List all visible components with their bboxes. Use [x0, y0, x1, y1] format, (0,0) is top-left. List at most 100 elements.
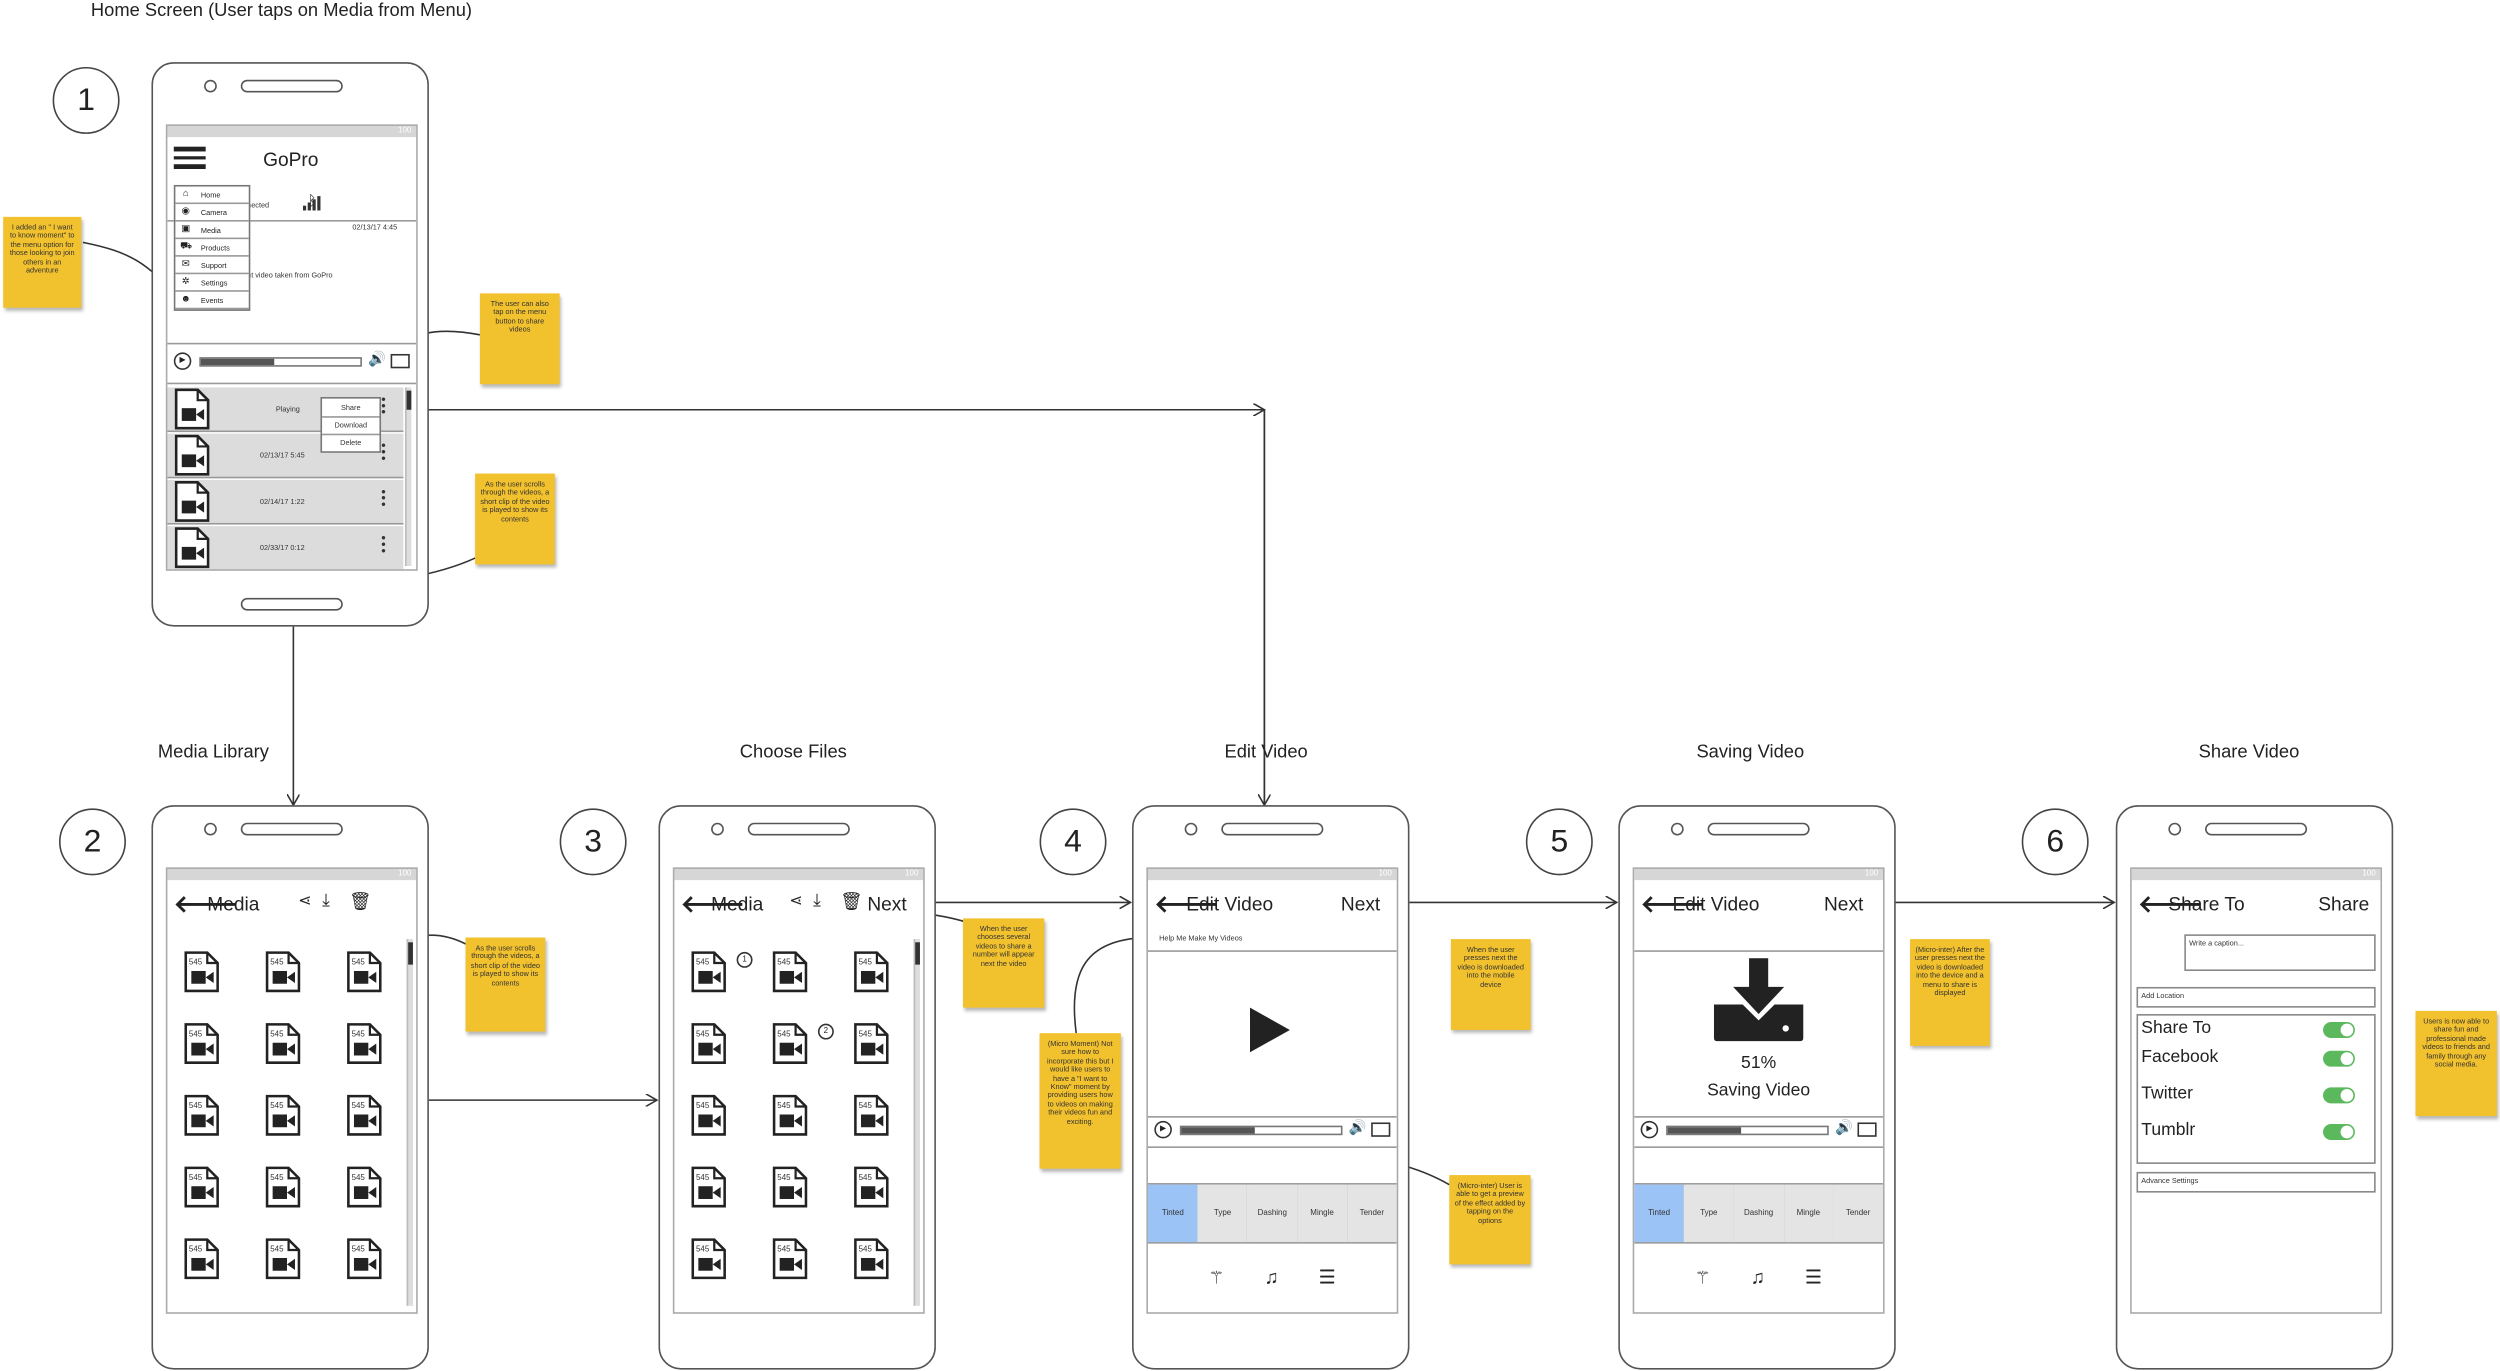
media-thumbnail[interactable]: 545	[265, 1094, 302, 1137]
music-note-icon[interactable]: ♫	[1750, 1265, 1766, 1289]
media-thumbnail[interactable]: 545	[690, 1237, 727, 1280]
back-arrow-icon[interactable]: 🡐	[1640, 891, 1705, 919]
next-button[interactable]: Next	[1823, 892, 1864, 916]
fullscreen-icon[interactable]	[390, 353, 410, 369]
media-thumbnail[interactable]: 545	[853, 1094, 890, 1137]
play-icon[interactable]: ▶	[1640, 1120, 1659, 1139]
play-icon[interactable]: ▶	[173, 352, 192, 370]
fullscreen-icon[interactable]	[1857, 1122, 1877, 1137]
share-option[interactable]: Share	[322, 399, 380, 418]
video-row[interactable]: 02/13/17 5:45•••	[167, 433, 404, 479]
filter-option-dashing[interactable]: Dashing	[1733, 1184, 1786, 1243]
home-button[interactable]	[240, 597, 343, 611]
next-button[interactable]: Next	[867, 892, 907, 916]
trash-icon[interactable]: 🗑	[349, 892, 372, 912]
fullscreen-icon[interactable]	[1371, 1122, 1391, 1137]
filter-option-tinted[interactable]: Tinted	[1147, 1184, 1200, 1243]
volume-icon[interactable]: 🔊	[368, 350, 387, 367]
share-button[interactable]: Share	[2318, 892, 2370, 916]
trash-icon[interactable]: 🗑	[840, 892, 863, 912]
media-thumbnail[interactable]: 545	[265, 950, 302, 993]
media-thumbnail[interactable]: 545	[853, 950, 890, 993]
sliders-icon[interactable]: ☰	[1318, 1265, 1336, 1289]
share-icon[interactable]: ⋖	[298, 892, 312, 911]
media-thumbnail[interactable]: 545	[772, 1237, 809, 1280]
seek-bar[interactable]	[1179, 1125, 1343, 1136]
menu-item-settings[interactable]: ✲Settings	[175, 274, 249, 292]
menu-item-products[interactable]: ⛟Products	[175, 239, 249, 257]
next-button[interactable]: Next	[1340, 892, 1381, 916]
media-thumbnail[interactable]: 545	[690, 1094, 727, 1137]
play-large-icon[interactable]	[1247, 1006, 1292, 1054]
video-row[interactable]: 02/33/17 0:12•••	[167, 526, 404, 570]
media-thumbnail[interactable]: 545	[183, 1237, 220, 1280]
media-thumbnail[interactable]: 545	[853, 1022, 890, 1065]
seek-bar[interactable]	[199, 357, 362, 367]
media-thumbnail[interactable]: 545	[183, 1094, 220, 1137]
filter-option-mingle[interactable]: Mingle	[1297, 1184, 1349, 1243]
music-note-icon[interactable]: ♫	[1264, 1265, 1279, 1289]
network-toggle-facebook[interactable]	[2323, 1050, 2355, 1067]
menu-item-events[interactable]: ☻Events	[175, 292, 249, 310]
media-thumbnail[interactable]: 545	[690, 1022, 727, 1065]
caption-input[interactable]: Write a caption...	[2184, 934, 2376, 971]
hamburger-menu-icon[interactable]	[173, 146, 206, 169]
share-icon[interactable]: ⋖	[789, 892, 803, 911]
media-thumbnail[interactable]: 545	[853, 1166, 890, 1209]
filter-option-tender[interactable]: Tender	[1346, 1184, 1397, 1243]
scrollbar[interactable]	[406, 939, 413, 1306]
menu-item-home[interactable]: ⌂Home	[175, 187, 249, 205]
media-thumbnail[interactable]: 545	[183, 1022, 220, 1065]
filter-option-tinted[interactable]: Tinted	[1634, 1184, 1686, 1243]
media-thumbnail[interactable]: 545	[772, 950, 809, 993]
network-toggle-tumblr[interactable]	[2323, 1124, 2355, 1140]
delete-option[interactable]: Delete	[340, 438, 362, 447]
sliders-icon[interactable]: ☰	[1804, 1265, 1823, 1289]
kebab-menu-icon[interactable]: •••	[381, 484, 386, 512]
back-arrow-icon[interactable]: 🡐	[1154, 891, 1219, 919]
media-thumbnail[interactable]: 545	[853, 1237, 890, 1280]
video-row[interactable]: 02/14/17 1:22•••	[167, 479, 404, 525]
filter-option-type[interactable]: Type	[1197, 1184, 1250, 1243]
kebab-menu-icon[interactable]: •••	[381, 530, 386, 559]
media-thumbnail[interactable]: 545	[772, 1094, 809, 1137]
share-to-toggle[interactable]	[2323, 1022, 2355, 1038]
add-location-field[interactable]: Add Location	[2136, 986, 2376, 1008]
media-thumbnail[interactable]: 545	[183, 1166, 220, 1209]
volume-icon[interactable]: 🔊	[1835, 1119, 1854, 1136]
download-option[interactable]: Download	[322, 416, 380, 436]
media-thumbnail[interactable]: 545	[346, 1237, 383, 1280]
media-thumbnail[interactable]: 545	[265, 1237, 302, 1280]
download-icon[interactable]: ⤓	[813, 891, 821, 911]
filter-option-type[interactable]: Type	[1683, 1184, 1736, 1243]
media-thumbnail[interactable]: 545	[690, 1166, 727, 1209]
media-thumbnail[interactable]: 545	[346, 1094, 383, 1137]
filter-option-mingle[interactable]: Mingle	[1783, 1184, 1835, 1243]
play-icon[interactable]: ▶	[1154, 1120, 1172, 1139]
menu-item-support[interactable]: ✉Support	[175, 257, 249, 275]
help-link[interactable]: Help Me Make My Videos	[1159, 934, 1243, 943]
filter-option-tender[interactable]: Tender	[1833, 1184, 1883, 1243]
media-thumbnail[interactable]: 545	[346, 1022, 383, 1065]
menu-item-camera[interactable]: ◉Camera	[175, 204, 249, 222]
volume-icon[interactable]: 🔊	[1348, 1119, 1367, 1136]
filter-option-dashing[interactable]: Dashing	[1247, 1184, 1299, 1243]
media-thumbnail[interactable]: 545	[346, 1166, 383, 1209]
back-arrow-icon[interactable]: 🡐	[173, 891, 238, 919]
media-thumbnail[interactable]: 545	[183, 950, 220, 993]
media-thumbnail[interactable]: 545	[346, 950, 383, 993]
magic-wand-icon[interactable]: ⚚	[1694, 1269, 1711, 1289]
download-icon[interactable]: ⤓	[322, 891, 330, 911]
back-arrow-icon[interactable]: 🡐	[680, 891, 745, 919]
kebab-menu-icon[interactable]: •••	[381, 438, 386, 466]
kebab-menu-icon[interactable]: •••	[381, 392, 386, 420]
media-thumbnail[interactable]: 545	[690, 950, 727, 993]
scrollbar[interactable]	[404, 387, 412, 567]
magic-wand-icon[interactable]: ⚚	[1208, 1269, 1225, 1289]
media-thumbnail[interactable]: 545	[265, 1166, 302, 1209]
network-toggle-twitter[interactable]	[2323, 1087, 2355, 1104]
back-arrow-icon[interactable]: 🡐	[2138, 891, 2203, 919]
media-thumbnail[interactable]: 545	[265, 1022, 302, 1065]
menu-item-media[interactable]: ▣Media	[175, 222, 249, 240]
media-thumbnail[interactable]: 545	[772, 1022, 809, 1065]
